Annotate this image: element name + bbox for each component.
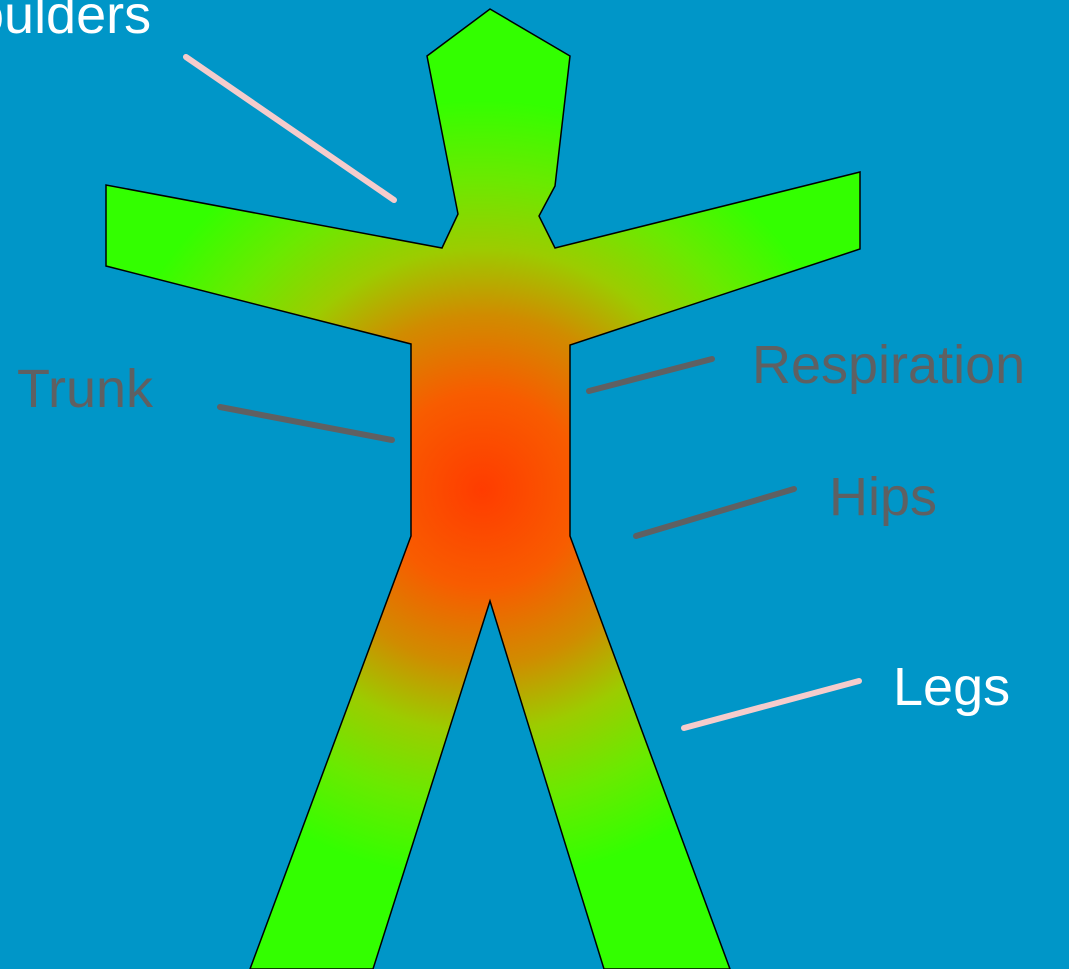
shoulders-leader-line [186,57,394,200]
respiration-label: Respiration [752,338,1025,392]
trunk-leader-line [220,407,392,440]
legs-label: Legs [893,660,1010,714]
hips-label: Hips [829,470,937,524]
shoulders-label: oulders [0,0,151,42]
hips-leader-line [636,489,794,536]
legs-leader-line [684,681,859,728]
trunk-label: Trunk [17,362,153,416]
respiration-leader-line [589,359,712,391]
human-figure [106,9,860,969]
